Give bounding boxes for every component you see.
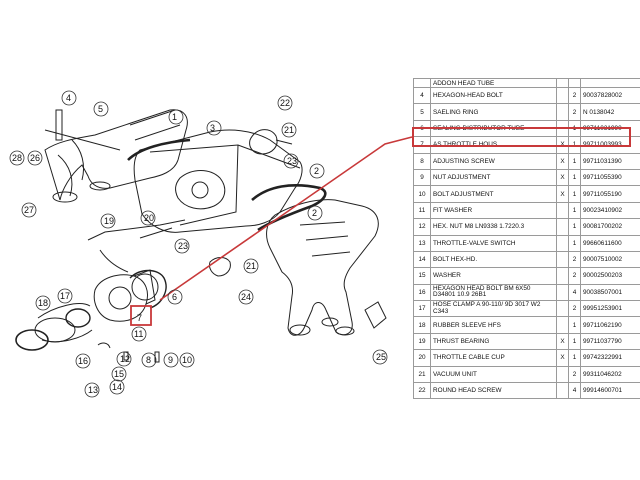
- callout-16: 16: [78, 356, 88, 366]
- svg-text:4: 4: [66, 93, 71, 103]
- callout-15: 15: [114, 369, 124, 379]
- svg-text:16: 16: [78, 356, 88, 366]
- svg-text:11: 11: [134, 329, 143, 339]
- row-partial-desc: ADDON HEAD TUBE: [430, 78, 557, 88]
- svg-text:25: 25: [376, 352, 386, 362]
- svg-text:3: 3: [210, 123, 215, 133]
- callout-28: 28: [12, 153, 22, 163]
- callout-26: 26: [30, 153, 40, 163]
- svg-text:7: 7: [137, 313, 142, 323]
- callout-20: 20: [144, 213, 154, 223]
- callout-11: 11: [134, 329, 143, 339]
- callout-12: 12: [120, 354, 130, 364]
- svg-text:20: 20: [144, 213, 154, 223]
- table-row-partial: ADDON HEAD TUBE: [413, 78, 640, 88]
- callout-7: 7: [137, 313, 142, 323]
- svg-text:18: 18: [38, 298, 48, 308]
- callout-6: 6: [172, 292, 177, 302]
- callout-23: 23: [178, 241, 188, 251]
- svg-text:14: 14: [112, 382, 122, 392]
- svg-text:10: 10: [182, 355, 192, 365]
- callout-8: 8: [146, 355, 151, 365]
- callout-10: 10: [182, 355, 192, 365]
- svg-text:21: 21: [284, 125, 294, 135]
- svg-text:19: 19: [104, 216, 114, 226]
- svg-text:21: 21: [246, 261, 256, 271]
- svg-text:22: 22: [280, 98, 290, 108]
- callout-13: 13: [88, 385, 98, 395]
- svg-text:5: 5: [98, 104, 103, 114]
- svg-text:1: 1: [172, 112, 177, 122]
- rubber-sleeve: [34, 317, 76, 343]
- callout-2b: 2: [312, 208, 317, 218]
- svg-text:13: 13: [88, 385, 98, 395]
- svg-text:23: 23: [287, 156, 297, 166]
- svg-text:17: 17: [60, 291, 70, 301]
- svg-text:27: 27: [24, 205, 34, 215]
- svg-text:26: 26: [30, 153, 40, 163]
- callout-27: 27: [24, 205, 34, 215]
- plenum-body: [133, 129, 303, 233]
- svg-text:2: 2: [312, 208, 317, 218]
- svg-text:2: 2: [314, 166, 319, 176]
- callout-21b: 21: [284, 125, 294, 135]
- svg-text:24: 24: [241, 292, 251, 302]
- svg-text:8: 8: [146, 355, 151, 365]
- callout-23b: 23: [287, 156, 297, 166]
- callout-19: 19: [104, 216, 114, 226]
- callout-18: 18: [38, 298, 48, 308]
- callout-24: 24: [241, 292, 251, 302]
- svg-text:23: 23: [178, 241, 188, 251]
- callout-3: 3: [210, 123, 215, 133]
- svg-text:9: 9: [168, 355, 173, 365]
- svg-text:12: 12: [120, 354, 130, 364]
- svg-text:15: 15: [114, 369, 124, 379]
- callout-21: 21: [246, 261, 256, 271]
- svg-text:6: 6: [172, 292, 177, 302]
- callout-leader-line: [159, 136, 413, 301]
- intake-runner-left: [44, 109, 188, 201]
- callout-2: 2: [314, 166, 319, 176]
- callout-25: 25: [376, 352, 386, 362]
- callout-9: 9: [168, 355, 173, 365]
- intake-manifold: [266, 199, 379, 336]
- svg-text:28: 28: [12, 153, 22, 163]
- throttle-callout-highlight: [130, 305, 152, 326]
- callout-17: 17: [60, 291, 70, 301]
- callout-5: 5: [98, 104, 103, 114]
- callout-1: 1: [172, 112, 177, 122]
- callout-22: 22: [280, 98, 290, 108]
- callout-14: 14: [112, 382, 122, 392]
- callout-4: 4: [66, 93, 71, 103]
